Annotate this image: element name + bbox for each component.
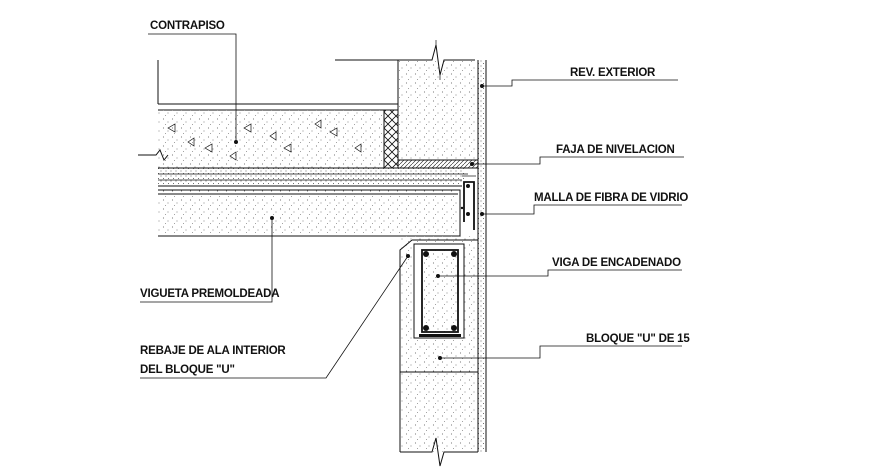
label-viga-encadenado: VIGA DE ENCADENADO [552, 257, 681, 269]
label-rebaje-line2: DEL BLOQUE "U" [140, 364, 235, 376]
contrapiso-slab [138, 60, 398, 169]
leveling-strip [397, 159, 479, 169]
aggregate-marks [167, 119, 362, 161]
bond-beam [413, 243, 465, 339]
label-faja-nivelacion: FAJA DE NIVELACION [556, 144, 675, 156]
label-rev-exterior: REV. EXTERIOR [570, 67, 656, 79]
label-contrapiso: CONTRAPISO [150, 20, 225, 32]
slab-edge-rebar [460, 175, 476, 230]
upper-wall [335, 40, 478, 160]
label-vigueta: VIGUETA PREMOLDEADA [140, 288, 279, 300]
edge-insulation [383, 109, 399, 169]
leader-lines [140, 33, 684, 379]
compression-layer [158, 167, 478, 187]
label-malla-fibra: MALLA DE FIBRA DE VIDRIO [534, 192, 688, 204]
exterior-render [477, 60, 487, 452]
precast-joist [158, 189, 461, 237]
label-rebaje-line1: REBAJE DE ALA INTERIOR [140, 345, 286, 357]
label-bloque-u: BLOQUE "U" DE 15 [586, 333, 690, 345]
